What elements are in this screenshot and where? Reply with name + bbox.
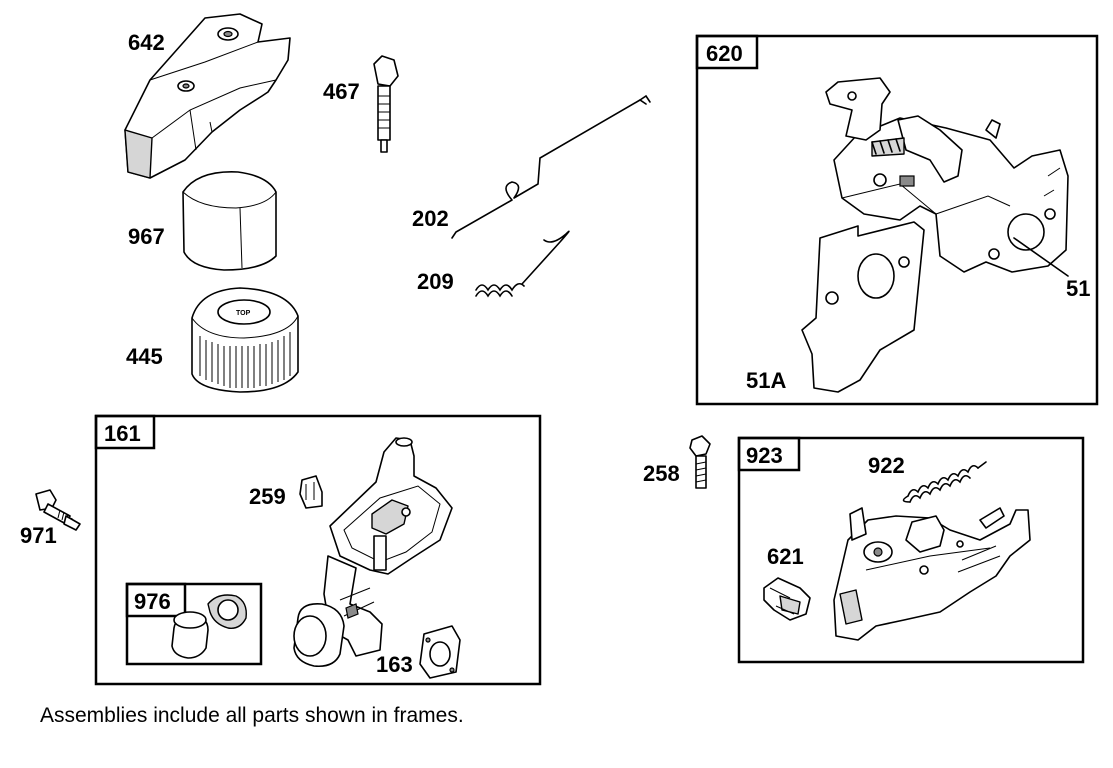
part-445-air-filter: TOP — [191, 287, 299, 393]
frame-tag-620: 620 — [706, 41, 743, 66]
frame-tag-923: 923 — [746, 443, 783, 468]
label-971: 971 — [20, 523, 57, 548]
filter-top-print: TOP — [236, 310, 251, 317]
part-163-gasket — [419, 625, 461, 679]
part-642-air-cleaner-cover — [124, 13, 291, 179]
frame-tag-976: 976 — [134, 589, 171, 614]
label-202: 202 — [412, 206, 449, 231]
frame-923-control-bracket: 923 — [737, 436, 1085, 664]
label-467: 467 — [323, 79, 360, 104]
label-967: 967 — [128, 224, 165, 249]
part-971-bolt — [35, 489, 81, 531]
label-621: 621 — [767, 544, 804, 569]
label-209: 209 — [417, 269, 454, 294]
label-259: 259 — [249, 484, 286, 509]
part-259-clip — [299, 475, 323, 509]
part-202-governor-link — [451, 94, 651, 239]
frame-620-control-bracket: 620 — [695, 34, 1099, 406]
part-467-spark-plug — [373, 55, 399, 153]
label-258: 258 — [643, 461, 680, 486]
part-258-bolt — [689, 435, 711, 489]
frame-161-air-cleaner-base: 161 — [94, 414, 542, 686]
label-922: 922 — [868, 453, 905, 478]
part-967-pre-cleaner — [182, 171, 277, 271]
label-445: 445 — [126, 344, 163, 369]
label-642: 642 — [128, 30, 165, 55]
label-51a: 51A — [746, 368, 786, 393]
part-621-clip — [763, 577, 811, 621]
assembly-note: Assemblies include all parts shown in fr… — [40, 704, 464, 727]
frame-tag-161: 161 — [104, 421, 141, 446]
label-51: 51 — [1066, 276, 1090, 301]
label-163: 163 — [376, 652, 413, 677]
part-209-governor-spring — [475, 230, 570, 298]
frame-976-breather: 976 — [125, 582, 263, 666]
